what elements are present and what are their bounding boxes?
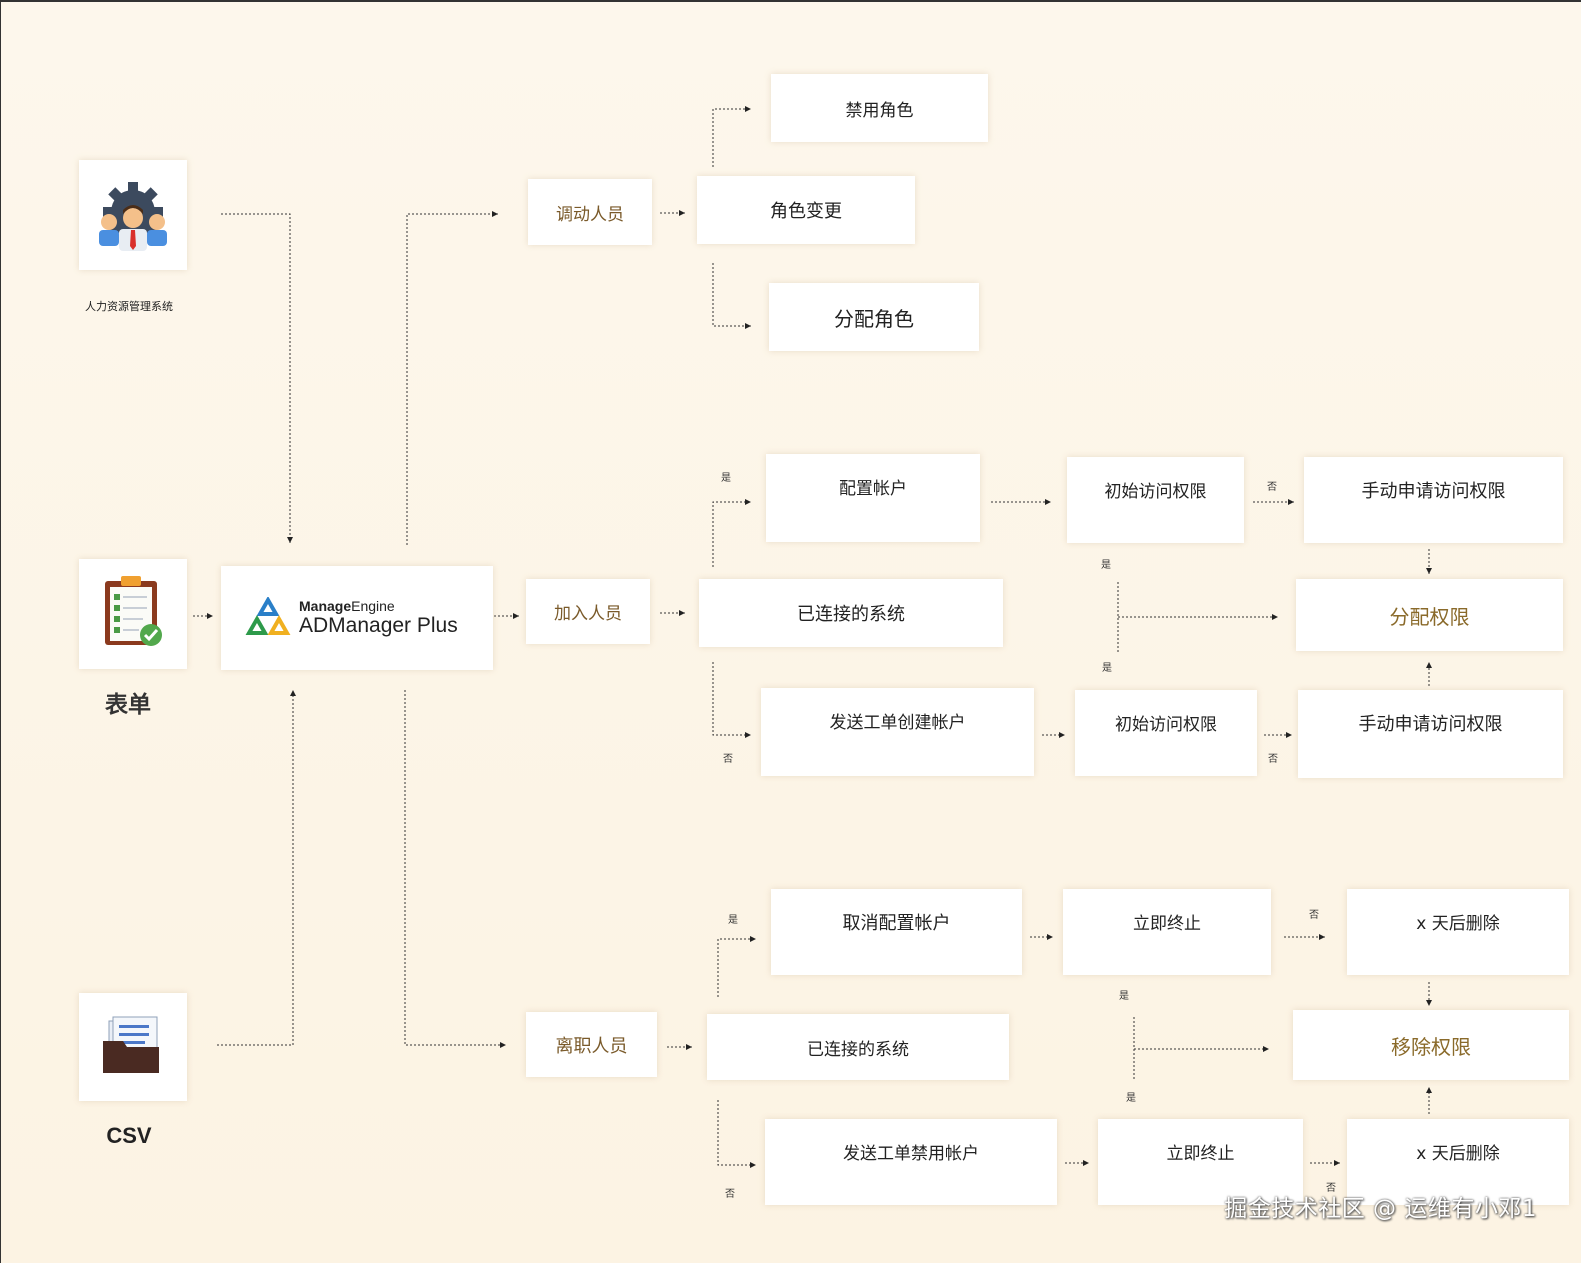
node-initial-access-2: 初始访问权限 (1075, 690, 1257, 776)
product-name: ADManager Plus (299, 614, 458, 638)
edge-label-no: 否 (1268, 754, 1278, 765)
node-manual-request-2: 手动申请访问权限 (1298, 690, 1563, 778)
node-manual-request-1: 手动申请访问权限 (1304, 457, 1563, 543)
brand-suffix: Engine (351, 597, 395, 614)
node-deprovision-account: 取消配置帐户 (771, 889, 1022, 975)
hr-people-gear-icon (99, 182, 167, 251)
category-leave: 离职人员 (526, 1012, 657, 1077)
node-disable-role: 禁用角色 (771, 74, 988, 142)
csv-icon-card (79, 993, 187, 1101)
edge-label-yes: 是 (721, 473, 731, 484)
csv-caption: CSV (106, 1123, 152, 1148)
edge-label-yes: 是 (1101, 560, 1111, 571)
edge-label-no: 否 (723, 754, 733, 765)
edge-label-no: 否 (725, 1189, 735, 1200)
node-leave-connected-systems: 已连接的系统 (707, 1014, 1009, 1080)
node-initial-access-1: 初始访问权限 (1067, 457, 1244, 543)
node-delete-after-days-1: x 天后删除 (1347, 889, 1569, 975)
node-assign-role: 分配角色 (769, 283, 979, 351)
brand-prefix: Manage (299, 597, 352, 614)
edge-label-yes: 是 (728, 915, 738, 926)
edge-label-yes: 是 (1119, 991, 1129, 1002)
node-delete-after-days-2: x 天后删除 (1347, 1119, 1569, 1205)
form-icon-card (79, 559, 187, 669)
folder-documents-icon (103, 1016, 159, 1073)
node-ticket-create-account: 发送工单创建帐户 (761, 688, 1034, 776)
node-provision-account: 配置帐户 (766, 454, 980, 542)
watermark: 掘金技术社区 @ 运维有小邓1 (1224, 1196, 1537, 1222)
category-join: 加入人员 (526, 579, 650, 644)
form-caption: 表单 (105, 692, 151, 718)
admanager-triangles-logo (245, 597, 291, 635)
clipboard-checklist-icon (105, 576, 162, 646)
node-join-connected-systems: 已连接的系统 (699, 579, 1003, 647)
admanager-plus-node: ManageEngine ADManager Plus (221, 566, 493, 670)
category-transfer: 调动人员 (528, 179, 652, 245)
node-terminate-2: 立即终止 (1098, 1119, 1303, 1205)
node-assign-permissions: 分配权限 (1296, 579, 1563, 651)
edge-label-no: 否 (1267, 482, 1277, 493)
node-ticket-disable-account: 发送工单禁用帐户 (765, 1119, 1057, 1205)
node-role-change: 角色变更 (697, 176, 915, 244)
edge-label-yes: 是 (1102, 663, 1112, 674)
hr-system-icon-card (79, 160, 187, 270)
edge-label-yes: 是 (1126, 1093, 1136, 1104)
hr-system-caption: 人力资源管理系统 (85, 300, 173, 313)
edge-label-no: 否 (1309, 910, 1319, 921)
edge-label-no: 否 (1326, 1183, 1336, 1194)
node-remove-permissions: 移除权限 (1293, 1010, 1569, 1080)
node-terminate-1: 立即终止 (1063, 889, 1271, 975)
